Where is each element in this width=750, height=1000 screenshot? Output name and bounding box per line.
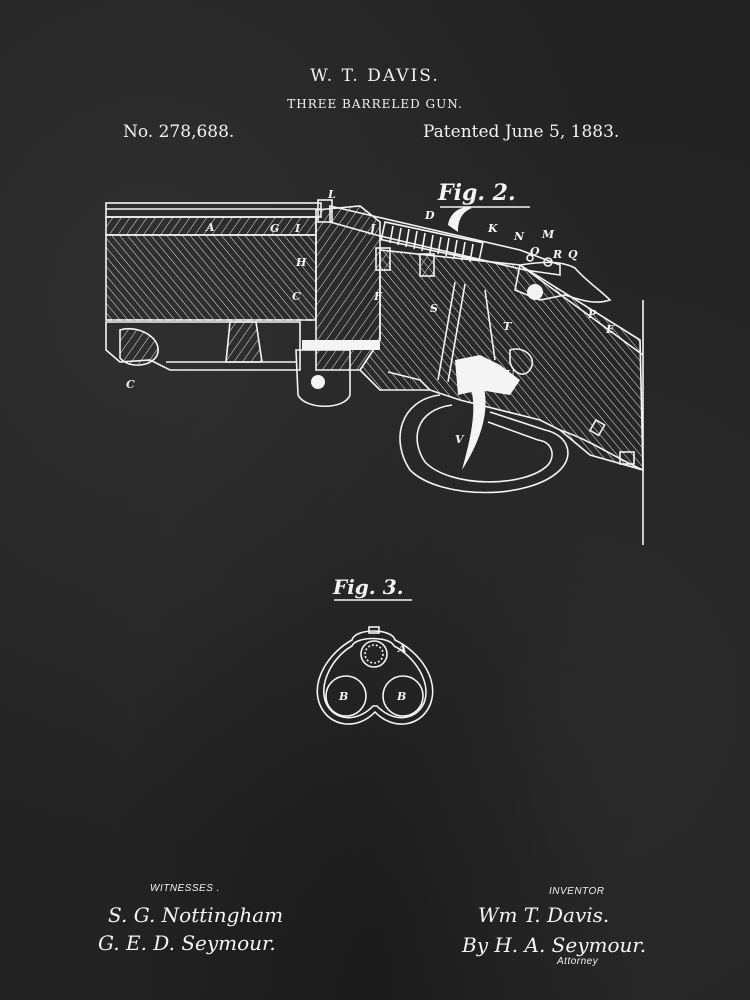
barrel-cluster-inner [323, 637, 427, 719]
attorney-label: Attorney [557, 956, 599, 967]
barrel-rib [105, 202, 322, 218]
figure-2-drawing: Fig. 2. L A G I J D K N M O R Q H C F S … [105, 180, 644, 545]
barrel-b-left [325, 675, 367, 717]
locking-bolt [302, 340, 380, 350]
trigger-guard-inner [416, 404, 553, 483]
patent-date: Patented June 5, 1883. [423, 122, 620, 142]
label-r: R [552, 248, 562, 261]
part-s [419, 253, 435, 277]
label-h: H [295, 256, 307, 269]
figure-3-drawing: Fig. 3. A B B [316, 575, 434, 725]
fig2-label: Fig. 2. [437, 180, 516, 206]
fore-end [105, 321, 301, 371]
label-g: G [270, 222, 279, 235]
barrel-a-rifling [364, 644, 384, 664]
barrel-a-bore [360, 640, 388, 668]
label-k: K [487, 222, 498, 235]
trigger-v [462, 385, 486, 470]
patent-number: No. 278,688. [123, 122, 235, 142]
fig3-label-b-right: B [396, 690, 406, 703]
inventor-signature: Wm T. Davis. [478, 903, 609, 927]
fig2-part-labels: L A G I J D K N M O R Q H C F S T P E U … [126, 188, 615, 446]
witness-signature-2: G. E. D. Seymour. [98, 931, 276, 955]
barrel-b-right [382, 675, 424, 717]
label-j: J [368, 222, 376, 235]
barrel-cluster-outline [316, 630, 434, 725]
label-d: D [424, 209, 435, 222]
thumb-piece-d [448, 207, 472, 232]
trigger-plate [455, 355, 520, 395]
witness-signature-1: S. G. Nottingham [108, 903, 283, 927]
label-u: U [505, 368, 516, 381]
top-strap [329, 204, 561, 276]
label-v: V [455, 433, 465, 446]
label-e: E [605, 323, 615, 336]
rib-sight [368, 626, 380, 634]
top-lever-pin [317, 199, 333, 223]
label-m: M [541, 228, 555, 241]
label-n: N [513, 230, 525, 243]
inventor-name-heading: W. T. DAVIS. [310, 66, 440, 86]
label-i: I [294, 222, 301, 235]
pivot-pin [311, 375, 325, 389]
barrel-body [105, 234, 317, 321]
label-o: O [530, 245, 540, 258]
trigger-u [509, 348, 534, 375]
label-l: L [327, 188, 336, 201]
hinge-pivot [295, 349, 351, 407]
label-p: P [587, 308, 597, 321]
sear-rod [437, 281, 456, 381]
label-t: T [503, 320, 512, 333]
label-c-lower: C [126, 378, 135, 391]
label-q: Q [568, 248, 578, 261]
attorney-signature: By H. A. Seymour. [461, 933, 646, 957]
fig3-label-b-left: B [338, 690, 348, 703]
label-s: S [430, 302, 438, 315]
inventor-label: INVENTOR [549, 886, 605, 897]
part-f [375, 247, 391, 271]
label-f: F [373, 290, 383, 303]
witnesses-label: WITNESSES . [150, 883, 220, 894]
label-c-upper: C [292, 290, 301, 303]
stock-frame [358, 249, 644, 472]
fig3-label-a: A [397, 642, 407, 655]
lug [225, 321, 263, 363]
hammer [514, 261, 612, 303]
hammer-pivot [527, 284, 543, 300]
hinge-lug [119, 328, 159, 366]
signatures: S. G. Nottingham G. E. D. Seymour. Wm T.… [98, 903, 646, 957]
rod-t [484, 289, 496, 361]
label-a: A [205, 221, 215, 234]
invention-title: THREE BARRELED GUN. [287, 97, 463, 111]
trigger-guard [399, 394, 569, 494]
fig3-label: Fig. 3. [332, 575, 404, 599]
